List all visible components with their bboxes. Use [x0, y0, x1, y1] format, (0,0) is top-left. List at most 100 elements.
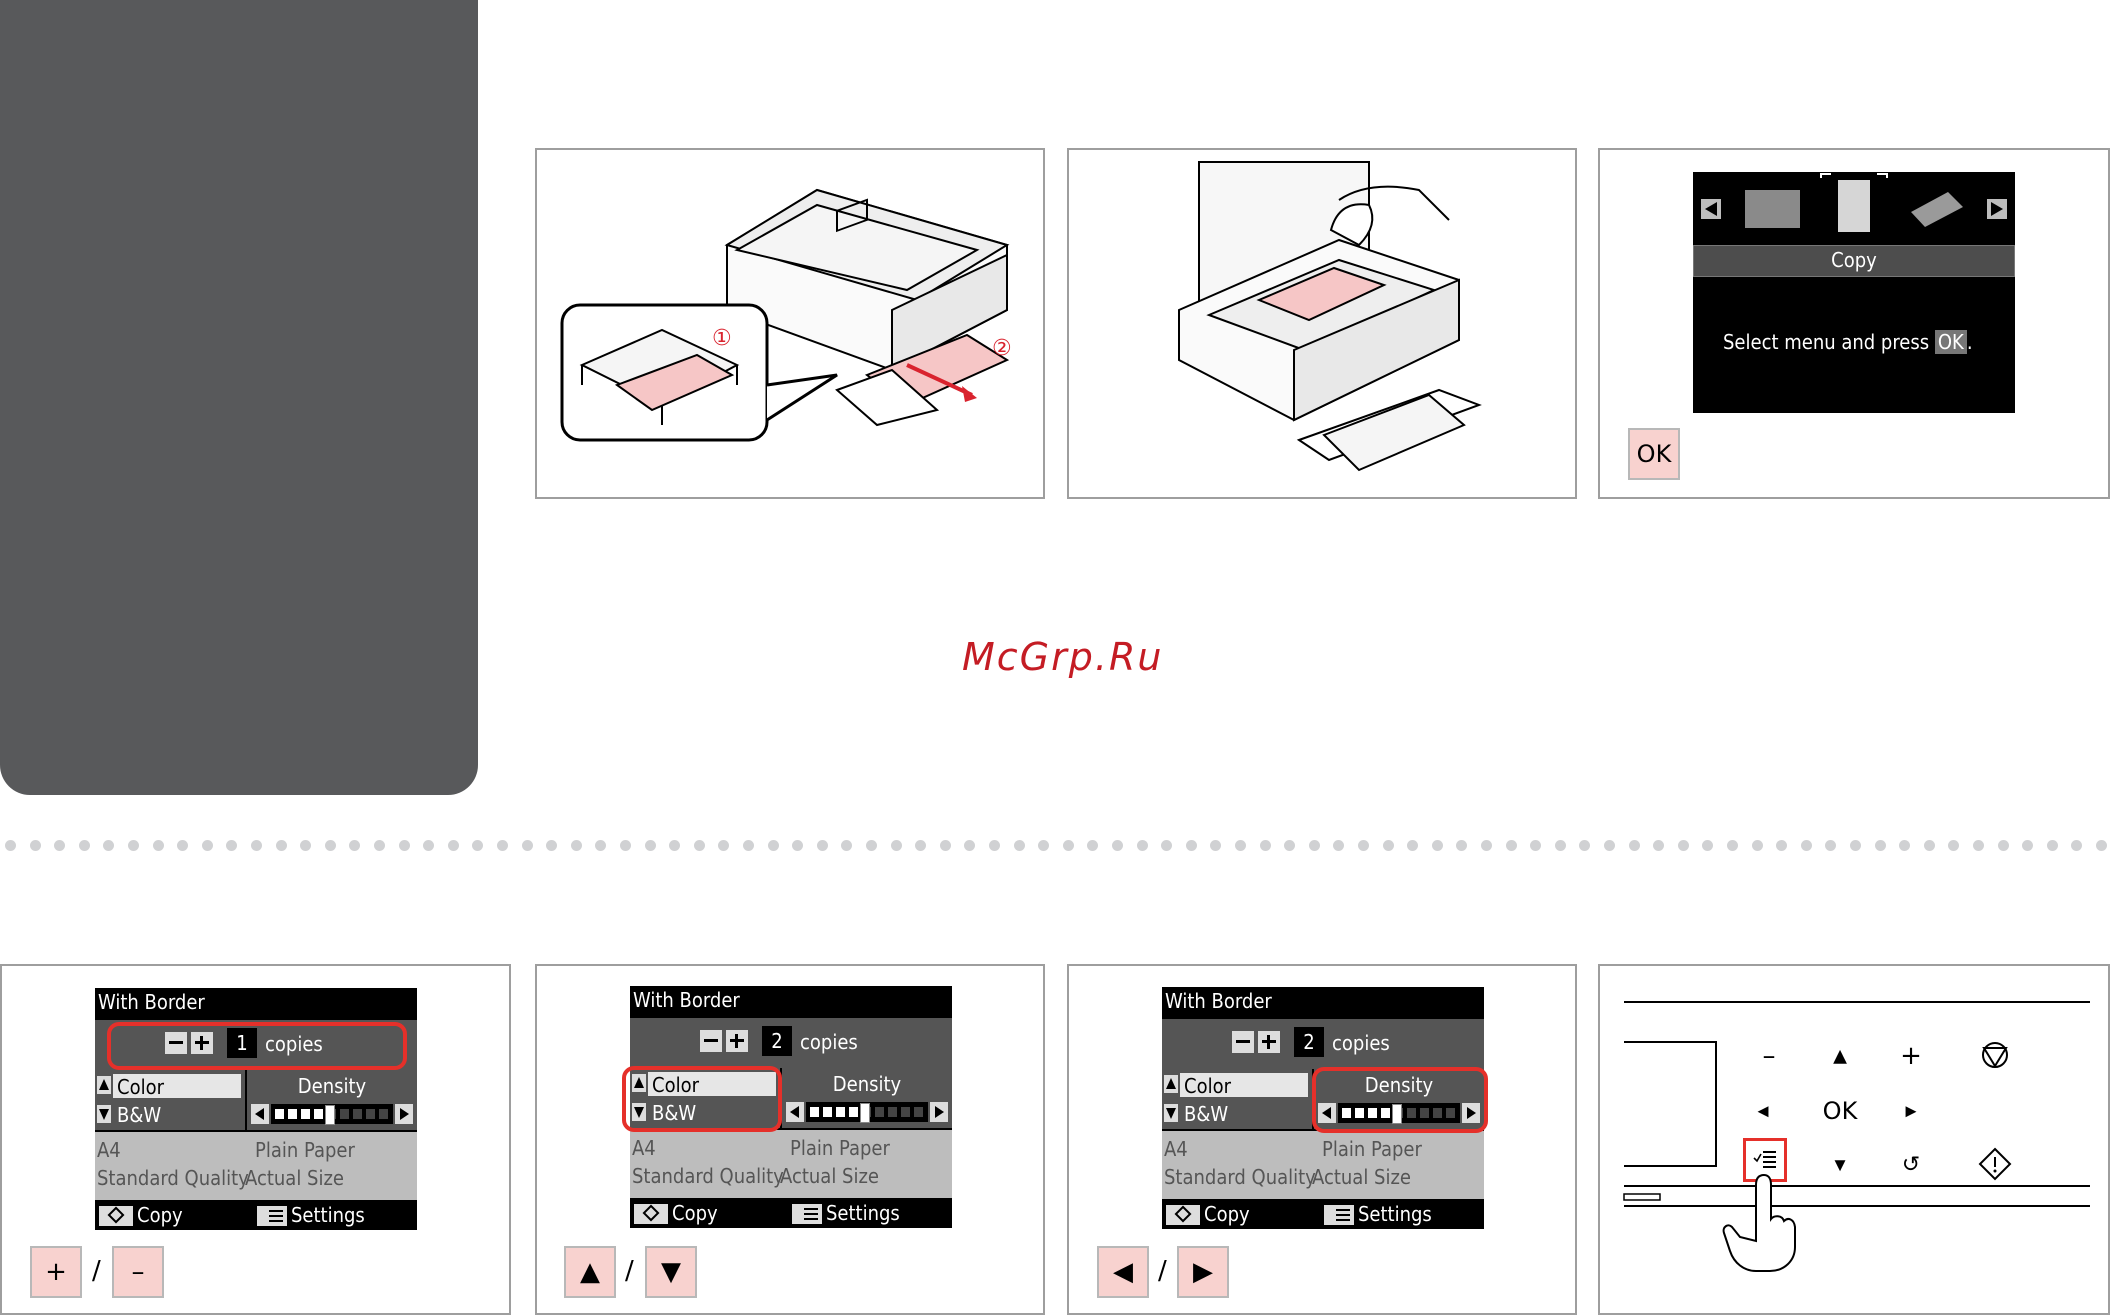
footer-copy-label: Copy	[1204, 1202, 1250, 1226]
footer-settings-label: Settings	[1358, 1202, 1432, 1226]
pointing-hand-icon	[1722, 1173, 1796, 1272]
divider-dot	[1210, 840, 1221, 851]
divider-dot	[1850, 840, 1861, 851]
right-button[interactable]: ▸	[1905, 1098, 1917, 1124]
density-step	[823, 1107, 832, 1117]
up-button[interactable]: ▲	[1833, 1045, 1847, 1067]
density-thumb[interactable]	[860, 1103, 870, 1123]
plus-icon[interactable]	[191, 1032, 213, 1054]
settings-menu-icon[interactable]	[1324, 1205, 1354, 1225]
divider-dot	[1235, 840, 1246, 851]
divider-dot	[1899, 840, 1910, 851]
color-option[interactable]	[648, 1072, 776, 1096]
paper-type: Plain Paper	[1322, 1137, 1422, 1161]
density-step	[1381, 1108, 1390, 1118]
density-slider[interactable]	[251, 1104, 413, 1125]
divider-dot	[645, 840, 656, 851]
divider-dot	[1063, 840, 1074, 851]
density-step	[288, 1109, 297, 1119]
start-copy-icon[interactable]	[1166, 1205, 1200, 1225]
divider-dot	[1333, 840, 1344, 851]
divider-dot	[2047, 840, 2058, 851]
divider-dot	[300, 840, 311, 851]
density-step	[836, 1107, 845, 1117]
copies-label: copies	[800, 1030, 858, 1054]
up-key[interactable]: ▲	[564, 1246, 616, 1298]
start-icon[interactable]	[1978, 1147, 2012, 1181]
left-button[interactable]: ◂	[1757, 1098, 1769, 1124]
back-button[interactable]: ↺	[1901, 1152, 1921, 1178]
copies-row: 2 copies	[630, 1018, 952, 1068]
settings-menu-icon[interactable]	[257, 1206, 287, 1226]
footer-settings-label: Settings	[826, 1201, 900, 1225]
divider-dot	[423, 840, 434, 851]
color-option[interactable]	[1180, 1073, 1308, 1097]
panel-place-original	[1067, 148, 1577, 499]
density-thumb[interactable]	[325, 1105, 335, 1125]
paper-type: Plain Paper	[790, 1136, 890, 1160]
divider-dot	[940, 840, 951, 851]
down-key[interactable]: ▼	[645, 1246, 697, 1298]
divider-dot	[1678, 840, 1689, 851]
divider-dot	[694, 840, 705, 851]
menu-list-icon[interactable]	[1753, 1149, 1777, 1169]
divider-dot	[5, 840, 16, 851]
divider-dot	[153, 840, 164, 851]
step-2-marker: ②	[992, 336, 1012, 361]
divider-dot	[1629, 840, 1640, 851]
lcd-instruction: Select menu and press OK.	[1723, 330, 1973, 354]
menu-copy-label: Copy	[1831, 248, 1877, 272]
density-step	[1433, 1108, 1442, 1118]
highlight-color-box	[622, 1066, 782, 1132]
panel-load-paper: ② ①	[535, 148, 1045, 499]
settings-menu-icon[interactable]	[792, 1204, 822, 1224]
minus-icon[interactable]	[700, 1030, 722, 1052]
plus-icon[interactable]	[1258, 1031, 1280, 1053]
copies-value-field[interactable]: 1	[227, 1028, 257, 1058]
density-step	[301, 1109, 310, 1119]
color-label: Color	[652, 1073, 699, 1097]
divider-dot	[1506, 840, 1517, 851]
ok-button[interactable]: OK	[1822, 1097, 1858, 1125]
screen-header: With Border	[633, 988, 740, 1012]
minus-key[interactable]: –	[112, 1246, 164, 1298]
divider-dot	[1555, 840, 1566, 851]
density-thumb[interactable]	[1392, 1104, 1402, 1124]
plus-icon[interactable]	[726, 1030, 748, 1052]
copy-size: Actual Size	[245, 1166, 344, 1190]
minus-icon[interactable]	[165, 1032, 187, 1054]
right-key[interactable]: ▶	[1177, 1246, 1229, 1298]
left-key[interactable]: ◀	[1097, 1246, 1149, 1298]
density-slider[interactable]	[1318, 1103, 1480, 1124]
copies-value-field[interactable]: 2	[762, 1026, 792, 1056]
control-panel-frame	[1623, 1001, 2090, 1207]
color-option[interactable]	[113, 1074, 241, 1098]
minus-button[interactable]: –	[1762, 1041, 1776, 1071]
printer-paper-tray-illustration: ② ①	[560, 188, 1012, 442]
down-button[interactable]: ▾	[1834, 1152, 1846, 1178]
start-copy-icon[interactable]	[634, 1204, 668, 1224]
divider-dot	[128, 840, 139, 851]
divider-dot	[202, 840, 213, 851]
stop-icon[interactable]	[1981, 1042, 2009, 1070]
copies-value-field[interactable]: 2	[1294, 1027, 1324, 1057]
start-copy-icon[interactable]	[99, 1206, 133, 1226]
density-step	[353, 1109, 362, 1119]
density-slider[interactable]	[786, 1102, 948, 1123]
plus-button[interactable]: +	[1900, 1041, 1922, 1071]
menu-selected-bar[interactable]: Copy	[1693, 245, 2015, 277]
divider-dot	[1752, 840, 1763, 851]
ok-key[interactable]: OK	[1628, 428, 1680, 480]
divider-dot	[1579, 840, 1590, 851]
key-separator: /	[1158, 1256, 1167, 1286]
plus-key[interactable]: +	[30, 1246, 82, 1298]
minus-icon[interactable]	[1232, 1031, 1254, 1053]
divider-dot	[1481, 840, 1492, 851]
density-control: Density	[1314, 1069, 1484, 1129]
up-arrow-icon	[97, 1076, 111, 1094]
